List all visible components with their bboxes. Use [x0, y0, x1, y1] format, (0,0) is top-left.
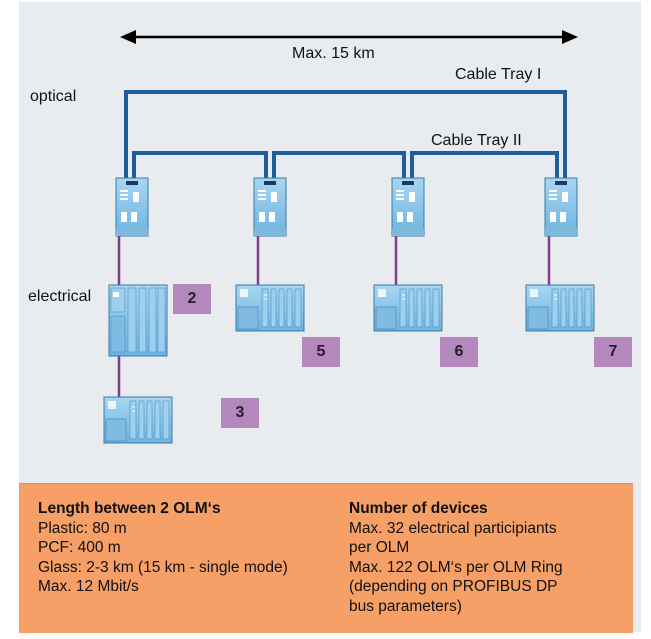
- devices-info-line: (depending on PROFIBUS DP: [349, 578, 558, 595]
- devices-info: Number of devices Max. 32 electrical par…: [349, 499, 563, 616]
- distance-label: Max. 15 km: [292, 45, 375, 62]
- electrical-bus-lines: [117, 236, 551, 397]
- cable-tray-1-label: Cable Tray I: [455, 66, 542, 83]
- olm-module-1: [115, 177, 149, 237]
- devices-info-title: Number of devices: [349, 500, 488, 517]
- olm-module-2: [253, 177, 287, 237]
- distance-arrow: [120, 30, 578, 44]
- cable-tray-2-line: [132, 151, 559, 178]
- cable-tray-1-line: [124, 90, 567, 178]
- station-badge-2: 2: [173, 284, 211, 314]
- devices-info-line: per OLM: [349, 539, 410, 556]
- station-3-device: [103, 396, 173, 444]
- station-badge-7: 7: [594, 337, 632, 367]
- optical-label: optical: [30, 88, 77, 105]
- station-badge-3: 3: [221, 398, 259, 428]
- devices-info-line: Max. 32 electrical participiants: [349, 519, 557, 537]
- devices-info-line: bus parameters): [349, 597, 462, 615]
- length-info-title: Length between 2 OLM‘s: [38, 500, 221, 517]
- station-6-device: [373, 284, 443, 332]
- info-box: Length between 2 OLM‘s Plastic: 80 m PCF…: [19, 483, 633, 633]
- length-info-line: PCF: 400 m: [38, 539, 121, 556]
- length-info-line: Max. 12 Mbit/s: [38, 578, 139, 595]
- station-7-device: [525, 284, 595, 332]
- length-info-line: Glass: 2-3 km (15 km - single mode): [38, 558, 288, 576]
- station-badge-5: 5: [302, 337, 340, 367]
- devices-info-line: Max. 122 OLM‘s per OLM Ring: [349, 558, 563, 576]
- station-5-device: [235, 284, 305, 332]
- olm-module-3: [391, 177, 425, 237]
- electrical-label: electrical: [28, 288, 92, 305]
- station-2-device: [108, 284, 168, 357]
- station-badge-6: 6: [440, 337, 478, 367]
- length-info: Length between 2 OLM‘s Plastic: 80 m PCF…: [38, 499, 288, 597]
- length-info-line: Plastic: 80 m: [38, 519, 127, 537]
- olm-module-4: [544, 177, 578, 237]
- cable-tray-2-label: Cable Tray II: [431, 132, 522, 149]
